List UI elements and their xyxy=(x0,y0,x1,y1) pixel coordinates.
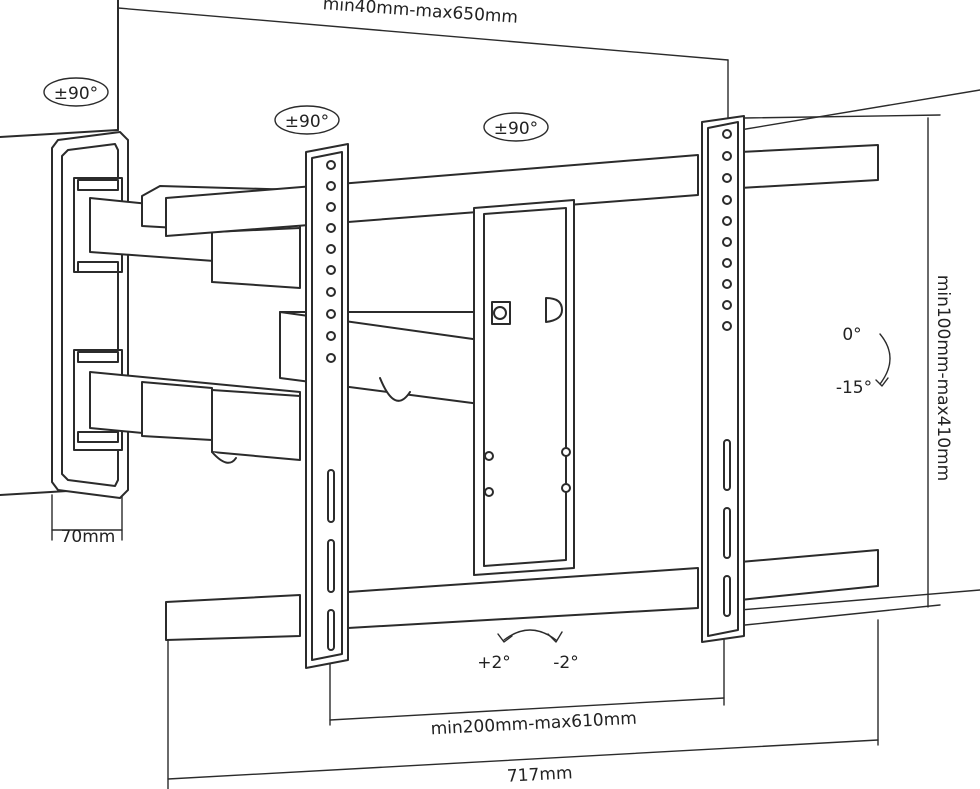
level-plus-label: +2° xyxy=(477,653,511,673)
head-swivel-label: ±90° xyxy=(494,119,538,139)
depth-label: min40mm-max650mm xyxy=(322,0,518,28)
level-minus-label: -2° xyxy=(553,653,578,673)
right-vertical-bracket xyxy=(701,115,745,643)
bottom-rail xyxy=(165,549,879,641)
center-slider xyxy=(473,199,575,576)
tilt-top-label: 0° xyxy=(842,325,861,345)
bracket-width-label: 70mm xyxy=(61,527,116,547)
tilt-bottom-label: -15° xyxy=(836,378,872,398)
vertical-spacing-label: min100mm-max410mm xyxy=(933,275,953,481)
overall-width-label: 717mm xyxy=(506,763,573,786)
arm-swivel-label: ±90° xyxy=(285,112,329,132)
left-vertical-bracket xyxy=(305,143,349,669)
wall-plate xyxy=(51,131,129,499)
wall-swivel-label: ±90° xyxy=(54,84,98,104)
dimension-lines xyxy=(51,7,980,789)
swivel-arm-lower xyxy=(89,371,301,464)
rotation-arrows xyxy=(43,77,891,643)
